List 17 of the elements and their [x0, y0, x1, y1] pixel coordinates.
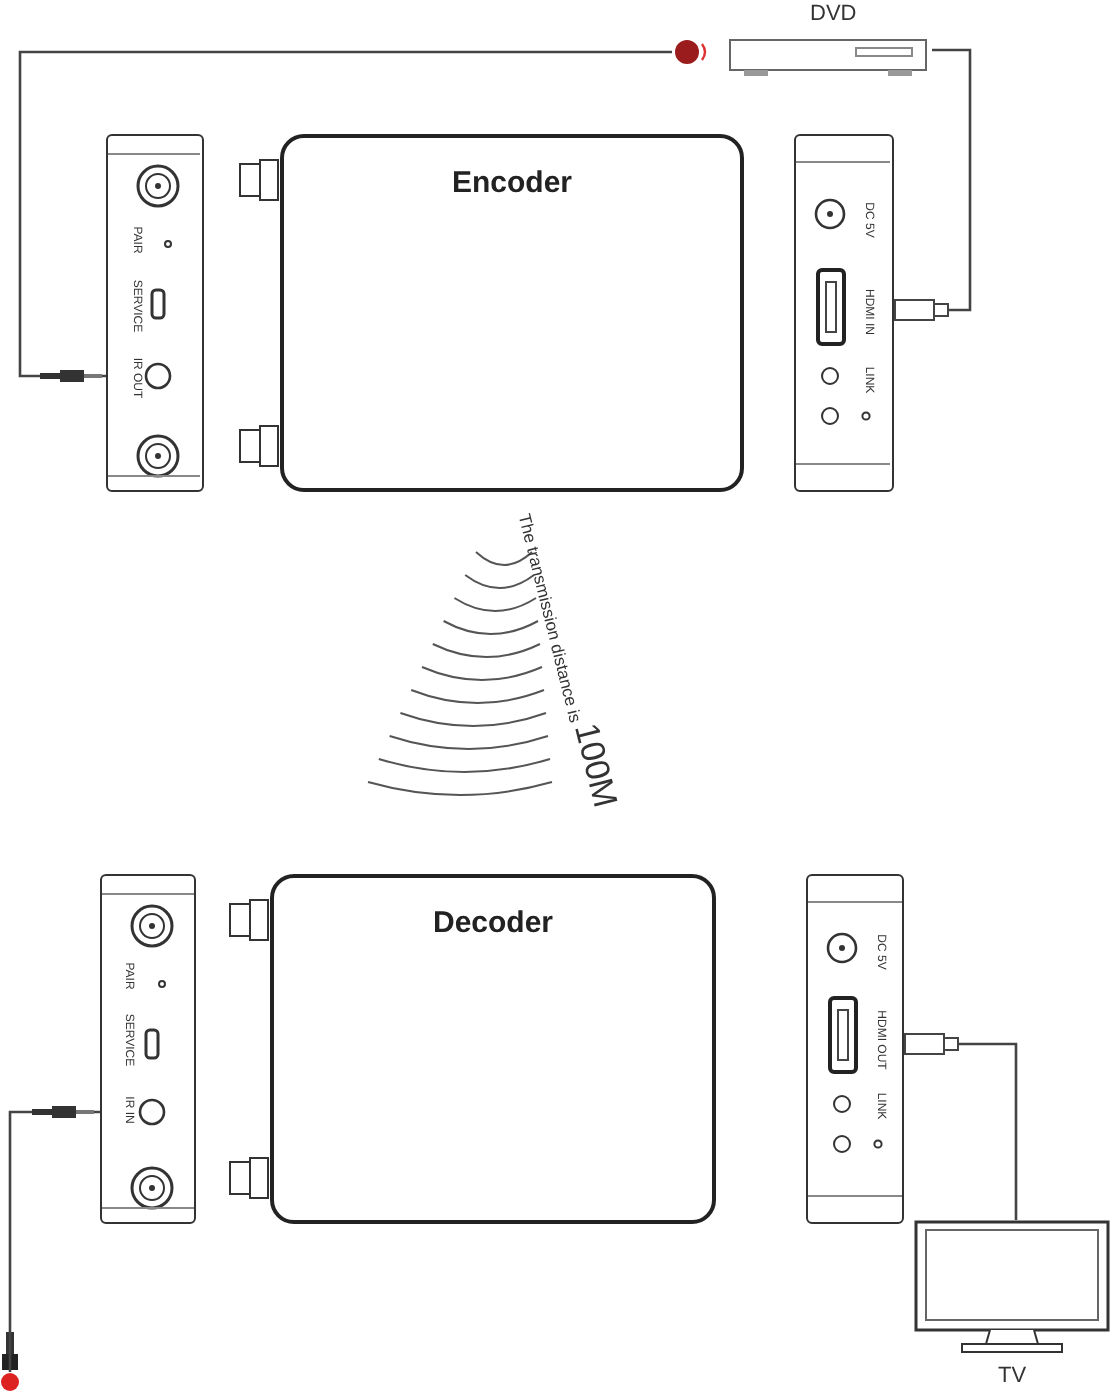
side-panel	[806, 874, 904, 1224]
side-panel	[106, 134, 204, 492]
cable	[904, 1033, 1018, 1220]
device-label: Encoder	[449, 166, 574, 200]
cable	[894, 48, 972, 321]
ir-sensor-icon	[0, 1372, 20, 1392]
device-label: DVD	[810, 2, 857, 26]
ir-emitter-icon	[672, 38, 712, 66]
cable	[18, 50, 672, 378]
side-panel	[100, 874, 196, 1224]
device-label: Decoder	[430, 906, 556, 940]
side-panel	[794, 134, 894, 492]
device-label: TV	[998, 1364, 1027, 1388]
device-box	[270, 874, 716, 1224]
device-box	[280, 134, 744, 492]
distance-note: 100M	[569, 720, 623, 811]
cable	[8, 1110, 100, 1372]
